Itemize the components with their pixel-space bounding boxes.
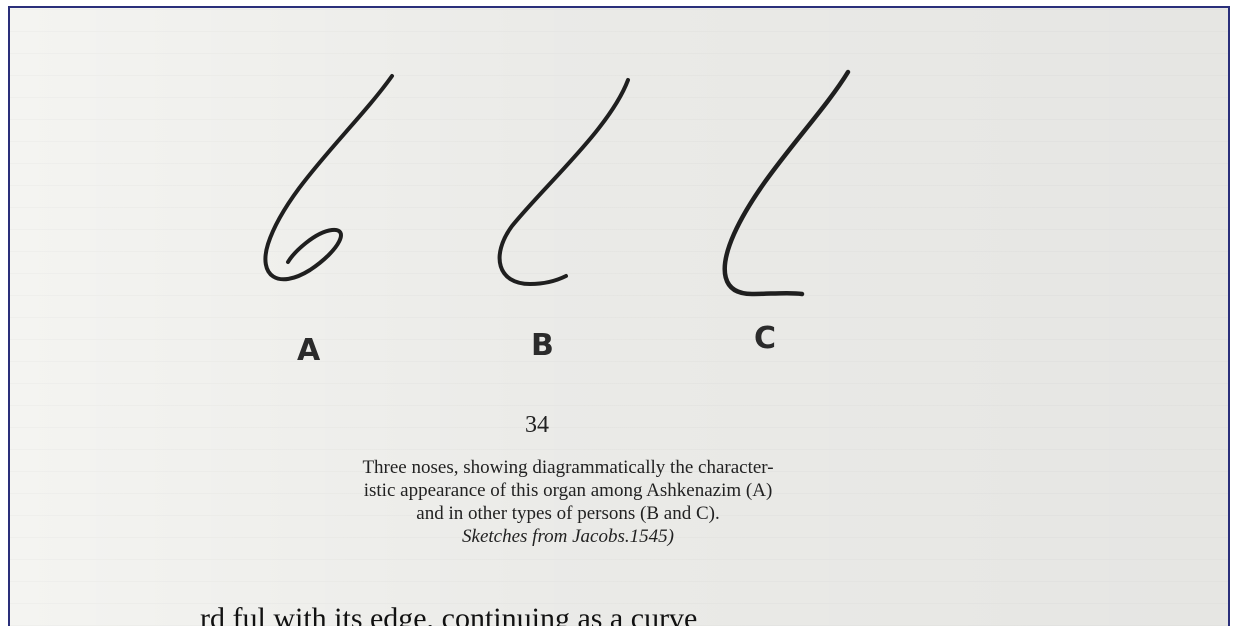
caption-line-1: Three noses, showing diagrammatically th… <box>362 457 774 478</box>
nose-sketches-figure <box>263 69 851 297</box>
figure-number: 34 <box>525 412 549 438</box>
caption-line-2: istic appearance of this organ among Ash… <box>363 480 773 501</box>
nose-a-sketch <box>263 74 394 282</box>
figure-caption: Three noses, showing diagrammatically th… <box>228 456 908 548</box>
nose-b-sketch <box>497 78 630 286</box>
nose-c-sketch <box>722 69 851 297</box>
label-b: B <box>531 328 554 363</box>
caption-line-3: and in other types of persons (B and C). <box>416 503 720 524</box>
label-a: A <box>297 333 321 368</box>
body-text-line: rd ful with its edge, continuing as a cu… <box>200 604 698 626</box>
page-scan: A B C 34 Three noses, showing diagrammat… <box>8 6 1230 626</box>
label-c: C <box>754 321 777 356</box>
caption-source: Sketches from Jacobs.1545) <box>462 526 674 547</box>
